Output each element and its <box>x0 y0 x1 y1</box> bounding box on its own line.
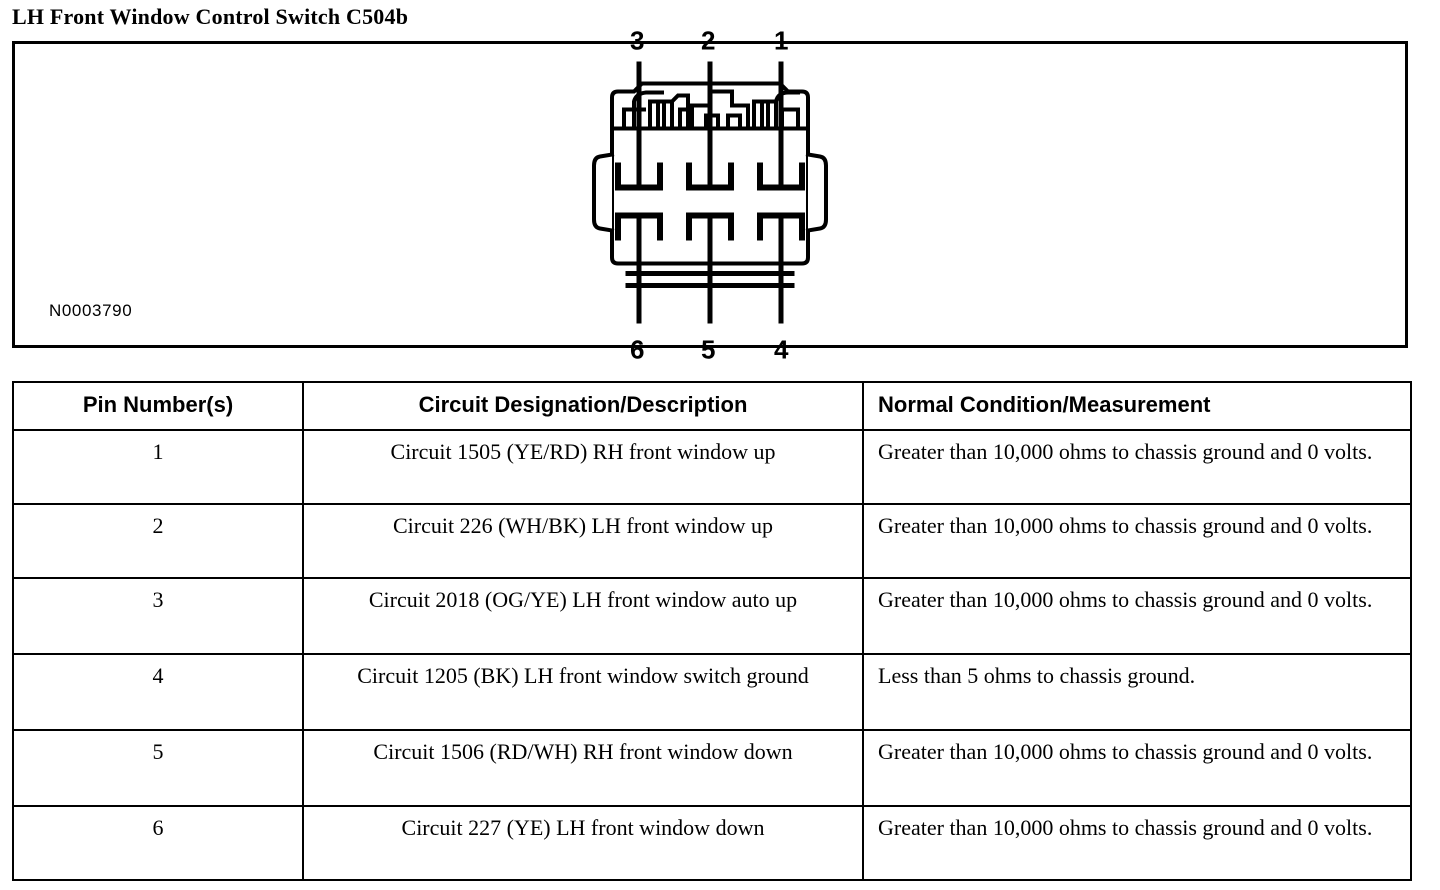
table-row: 5 Circuit 1506 (RD/WH) RH front window d… <box>12 729 1412 807</box>
connector-illustration: 3 2 1 6 5 4 <box>584 25 836 364</box>
pin-label-5: 5 <box>701 334 716 364</box>
cell-measurement: Greater than 10,000 ohms to chassis grou… <box>862 729 1412 807</box>
table-row: 1 Circuit 1505 (YE/RD) RH front window u… <box>12 429 1412 505</box>
latch-detail-left-3 <box>648 99 660 130</box>
table-body: 1 Circuit 1505 (YE/RD) RH front window u… <box>12 429 1412 881</box>
cell-measurement: Less than 5 ohms to chassis ground. <box>862 653 1412 731</box>
latch-detail-right-1 <box>752 99 764 130</box>
cell-description: Circuit 1205 (BK) LH front window switch… <box>302 653 864 731</box>
column-header-circuit-designation: Circuit Designation/Description <box>302 381 864 431</box>
cell-measurement: Greater than 10,000 ohms to chassis grou… <box>862 429 1412 505</box>
cell-measurement: Greater than 10,000 ohms to chassis grou… <box>862 503 1412 579</box>
pin-assignment-table: Pin Number(s) Circuit Designation/Descri… <box>12 381 1412 881</box>
page-title: LH Front Window Control Switch C504b <box>12 4 409 29</box>
cell-pin-number: 2 <box>12 503 304 579</box>
diagram-id-label: N0003790 <box>49 301 133 320</box>
latch-detail-mid-3 <box>726 113 742 130</box>
latch-detail-mid-4 <box>722 89 750 130</box>
cell-description: Circuit 2018 (OG/YE) LH front window aut… <box>302 577 864 655</box>
connector-diagram-panel: 3 2 1 6 5 4 N0003790 <box>12 25 1408 364</box>
column-header-normal-condition: Normal Condition/Measurement <box>862 381 1412 431</box>
pin-label-3: 3 <box>630 25 645 55</box>
cell-pin-number: 3 <box>12 577 304 655</box>
table-row: 3 Circuit 2018 (OG/YE) LH front window a… <box>12 577 1412 655</box>
pin-labels-bottom-row: 6 5 4 <box>584 334 836 366</box>
table-row: 2 Circuit 226 (WH/BK) LH front window up… <box>12 503 1412 579</box>
cell-description: Circuit 1505 (YE/RD) RH front window up <box>302 429 864 505</box>
connector-face-view-svg <box>592 60 828 324</box>
pin-cavity-4 <box>757 212 805 240</box>
column-header-pin-number: Pin Number(s) <box>12 381 304 431</box>
cell-description: Circuit 1506 (RD/WH) RH front window dow… <box>302 729 864 807</box>
cell-pin-number: 1 <box>12 429 304 505</box>
latch-detail-left-5 <box>656 93 690 130</box>
table-header-row: Pin Number(s) Circuit Designation/Descri… <box>12 381 1412 431</box>
table-row: 4 Circuit 1205 (BK) LH front window swit… <box>12 653 1412 731</box>
pin-cavity-5 <box>686 212 734 240</box>
cell-pin-number: 6 <box>12 805 304 881</box>
table-row: 6 Circuit 227 (YE) LH front window down … <box>12 805 1412 881</box>
cell-description: Circuit 227 (YE) LH front window down <box>302 805 864 881</box>
pin-label-2: 2 <box>701 25 716 55</box>
pin-label-6: 6 <box>630 334 645 364</box>
cell-description: Circuit 226 (WH/BK) LH front window up <box>302 503 864 579</box>
pin-label-1: 1 <box>774 25 789 55</box>
cell-measurement: Greater than 10,000 ohms to chassis grou… <box>862 805 1412 881</box>
pin-labels-top-row: 3 2 1 <box>584 25 836 57</box>
connector-left-ear <box>592 151 615 233</box>
cell-measurement: Greater than 10,000 ohms to chassis grou… <box>862 577 1412 655</box>
pin-cavity-6 <box>615 212 663 240</box>
cell-pin-number: 4 <box>12 653 304 731</box>
connector-right-ear <box>805 151 828 233</box>
cell-pin-number: 5 <box>12 729 304 807</box>
pin-label-4: 4 <box>774 334 789 364</box>
table-header: Pin Number(s) Circuit Designation/Descri… <box>12 381 1412 431</box>
